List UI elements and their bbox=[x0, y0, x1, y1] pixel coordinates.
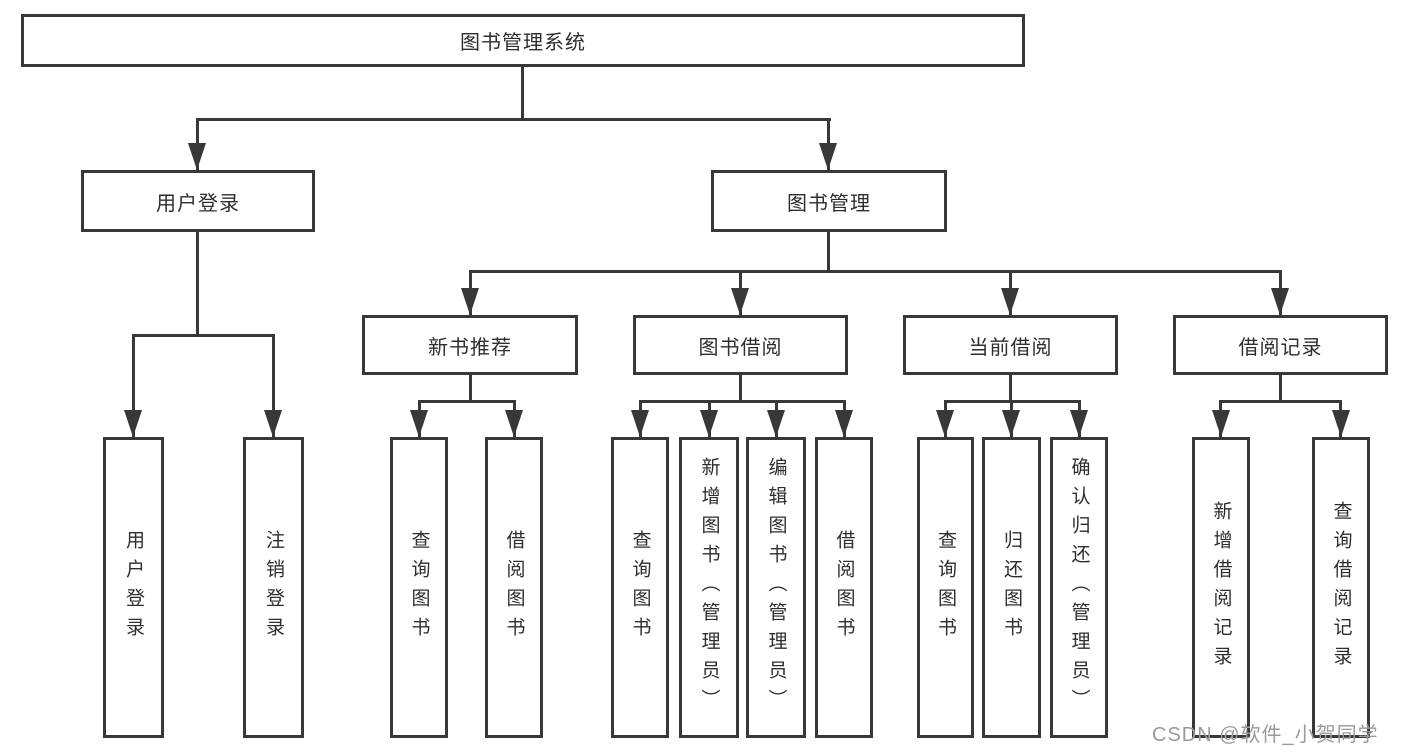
arrow-down-icon bbox=[936, 410, 954, 437]
node-label: 新书推荐 bbox=[428, 336, 512, 359]
connector-v bbox=[827, 232, 830, 272]
node-label: 查询图书 bbox=[408, 529, 430, 646]
leaf-borrow-books: 借阅图书 bbox=[815, 437, 873, 738]
node-label: 图书管理 bbox=[787, 192, 871, 215]
arrow-down-icon bbox=[731, 288, 749, 315]
node-label: 查询借阅记录 bbox=[1330, 500, 1352, 675]
leaf-query-books-recommend: 查询图书 bbox=[390, 437, 448, 738]
arrow-down-icon bbox=[835, 410, 853, 437]
node-label: 注销登录 bbox=[263, 529, 284, 646]
arrow-down-icon bbox=[700, 410, 718, 437]
leaf-add-borrow-record: 新增借阅记录 bbox=[1192, 437, 1250, 738]
arrow-down-icon bbox=[124, 410, 142, 437]
connector-v bbox=[469, 375, 472, 402]
arrow-down-icon bbox=[410, 410, 428, 437]
node-label: 新增借阅记录 bbox=[1210, 500, 1232, 675]
leaf-borrow-books-recommend: 借阅图书 bbox=[485, 437, 543, 738]
node-label: 新增图书（管理员） bbox=[698, 457, 720, 718]
node-library-system: 图书管理系统 bbox=[21, 14, 1025, 67]
connector-v bbox=[272, 334, 275, 437]
leaf-user-login: 用户登录 bbox=[103, 437, 164, 738]
leaf-edit-books-admin: 编辑图书（管理员） bbox=[746, 437, 806, 738]
node-label: 查询图书 bbox=[629, 529, 651, 646]
connector-h bbox=[132, 334, 275, 337]
connector-h bbox=[418, 400, 516, 403]
csdn-watermark: CSDN @软件_小贺同学 bbox=[1152, 724, 1379, 746]
node-label: 编辑图书（管理员） bbox=[765, 457, 787, 718]
arrow-down-icon bbox=[819, 143, 837, 170]
arrow-down-icon bbox=[1332, 410, 1350, 437]
node-label: 归还图书 bbox=[1001, 529, 1022, 646]
arrow-down-icon bbox=[1070, 410, 1088, 437]
leaf-logout: 注销登录 bbox=[243, 437, 304, 738]
arrow-down-icon bbox=[264, 410, 282, 437]
connector-h bbox=[1219, 400, 1342, 403]
node-label: 图书借阅 bbox=[698, 336, 783, 359]
connector-v bbox=[739, 375, 742, 402]
node-label: 当前借阅 bbox=[968, 336, 1053, 359]
node-label: 借阅图书 bbox=[833, 529, 855, 646]
node-book-borrowing: 图书借阅 bbox=[633, 315, 848, 375]
node-book-management: 图书管理 bbox=[711, 170, 947, 232]
arrow-down-icon bbox=[1212, 410, 1230, 437]
arrow-down-icon bbox=[1001, 288, 1019, 315]
node-label: 借阅记录 bbox=[1238, 336, 1323, 359]
leaf-return-books: 归还图书 bbox=[982, 437, 1041, 738]
arrow-down-icon bbox=[767, 410, 785, 437]
connector-h bbox=[639, 400, 846, 403]
node-label: 用户登录 bbox=[156, 192, 240, 215]
connector-h bbox=[196, 118, 831, 121]
arrow-down-icon bbox=[631, 410, 649, 437]
connector-v bbox=[1009, 375, 1012, 402]
node-new-book-recommend: 新书推荐 bbox=[362, 315, 578, 375]
node-label: 用户登录 bbox=[123, 529, 144, 646]
node-user-login: 用户登录 bbox=[81, 170, 315, 232]
connector-v bbox=[1279, 375, 1282, 402]
node-current-borrowing: 当前借阅 bbox=[903, 315, 1118, 375]
connector-h bbox=[469, 270, 1282, 273]
node-label: 确认归还（管理员） bbox=[1068, 457, 1090, 718]
connector-v bbox=[132, 334, 135, 437]
connector-v bbox=[196, 232, 199, 336]
arrow-down-icon bbox=[1002, 410, 1020, 437]
arrow-down-icon bbox=[188, 143, 206, 170]
arrow-down-icon bbox=[1271, 288, 1289, 315]
node-label: 借阅图书 bbox=[503, 529, 525, 646]
leaf-query-books-borrow: 查询图书 bbox=[611, 437, 669, 738]
arrow-down-icon bbox=[505, 410, 523, 437]
leaf-confirm-return-admin: 确认归还（管理员） bbox=[1050, 437, 1108, 738]
node-label: 图书管理系统 bbox=[460, 32, 586, 54]
leaf-query-books-current: 查询图书 bbox=[917, 437, 974, 738]
leaf-add-books-admin: 新增图书（管理员） bbox=[679, 437, 739, 738]
node-label: 查询图书 bbox=[935, 529, 956, 646]
connector-v bbox=[521, 67, 524, 120]
node-borrowing-records: 借阅记录 bbox=[1173, 315, 1388, 375]
leaf-query-borrow-record: 查询借阅记录 bbox=[1312, 437, 1370, 738]
arrow-down-icon bbox=[461, 288, 479, 315]
